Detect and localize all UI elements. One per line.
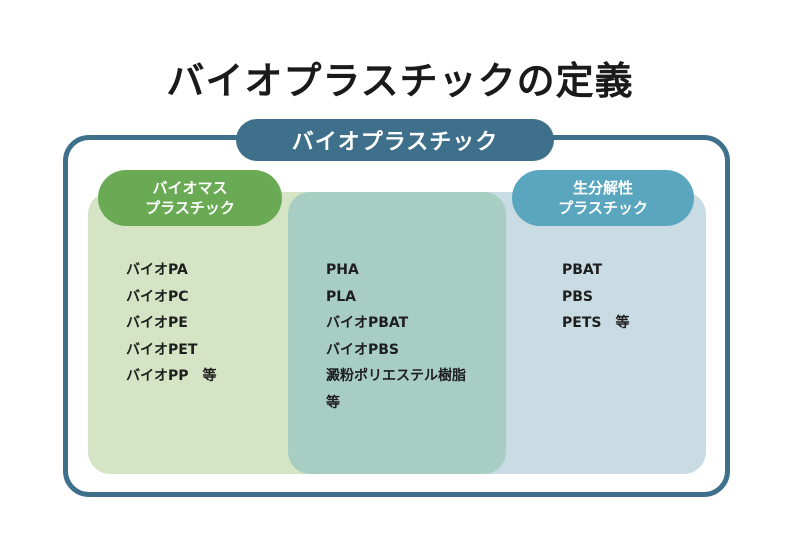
list-item: バイオPC <box>126 288 189 305</box>
biodegradable-list: PBAT PBS PETS 等 <box>562 257 629 337</box>
list-item: バイオPET <box>126 341 198 358</box>
biomass-label-line1: バイオマス <box>152 179 228 197</box>
list-item: バイオPA <box>126 262 188 278</box>
list-item: PHA <box>326 262 359 278</box>
biodegradable-label-line2: プラスチック <box>558 199 648 217</box>
page-title: バイオプラスチックの定義 <box>166 59 634 103</box>
biomass-label: バイオマス プラスチック <box>98 170 282 226</box>
list-item: PETS 等 <box>562 315 630 331</box>
list-item: バイオPP 等 <box>126 368 217 384</box>
list-item: PBAT <box>562 262 603 278</box>
biodegradable-label: 生分解性 プラスチック <box>512 170 694 226</box>
overlap-panel <box>288 192 506 474</box>
list-item: バイオPE <box>126 315 188 331</box>
biomass-list: バイオPA バイオPC バイオPE バイオPET バイオPP 等 <box>126 257 217 390</box>
list-item: 澱粉ポリエステル樹脂 <box>326 368 466 384</box>
biodegradable-label-line1: 生分解性 <box>572 179 633 197</box>
biomass-label-line2: プラスチック <box>145 199 235 217</box>
list-item: 等 <box>326 394 340 411</box>
overlap-list: PHA PLA バイオPBAT バイオPBS 澱粉ポリエステル樹脂 等 <box>326 257 466 416</box>
list-item: バイオPBS <box>326 341 400 358</box>
list-item: PBS <box>562 288 594 305</box>
list-item: PLA <box>326 288 357 305</box>
list-item: バイオPBAT <box>326 315 409 331</box>
bioplastic-frame-label: バイオプラスチック <box>236 119 554 161</box>
